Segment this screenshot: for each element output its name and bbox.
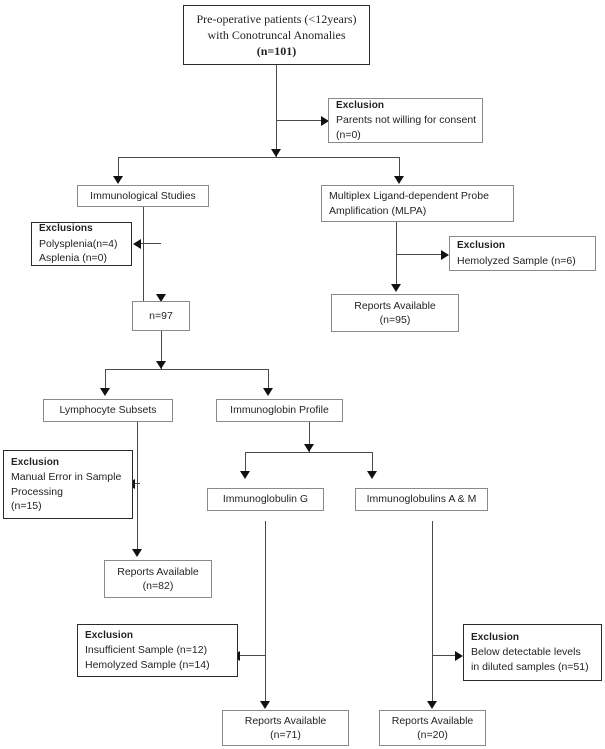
node-exclusion-consent-header: Exclusion bbox=[336, 99, 385, 111]
node-exclusions-splenia-line2: Asplenia (n=0) bbox=[39, 252, 107, 265]
connector-igg-down bbox=[265, 521, 266, 706]
connector-mlpa-to-exclusion bbox=[396, 254, 442, 255]
node-reports-20-count: (n=20) bbox=[417, 729, 448, 741]
node-root-line2: with Conotruncal Anomalies bbox=[207, 28, 346, 42]
arrowhead-reports-82 bbox=[132, 549, 142, 557]
connector-lymphocyte-to-exclusion bbox=[135, 483, 140, 484]
connector-igam-to-exclusion bbox=[432, 655, 456, 656]
connector-mlpa-down bbox=[396, 222, 397, 290]
connector-root-down bbox=[276, 65, 277, 157]
connector-split-bar-level1 bbox=[118, 157, 400, 158]
arrowhead-exclusions-splenia bbox=[133, 239, 141, 249]
node-immunoglobin-profile-label: Immunoglobin Profile bbox=[230, 404, 329, 417]
arrowhead-reports-71 bbox=[260, 701, 270, 709]
node-n97: n=97 bbox=[132, 301, 190, 331]
node-mlpa-line1: Multiplex Ligand-dependent Probe bbox=[329, 190, 489, 202]
connector-split-right-level2 bbox=[268, 369, 269, 393]
connector-immunoglobin-down bbox=[309, 422, 310, 452]
node-exclusion-igam-line1: Below detectable levels bbox=[471, 646, 581, 659]
node-exclusion-igg: Exclusion Insufficient Sample (n=12) Hem… bbox=[77, 624, 238, 677]
connector-immunological-down bbox=[143, 207, 144, 301]
node-exclusion-manual-error-count: (n=15) bbox=[11, 500, 42, 512]
node-exclusion-manual-error-header: Exclusion bbox=[11, 456, 60, 468]
connector-split-left-level1 bbox=[118, 157, 119, 182]
connector-n97-down bbox=[161, 331, 162, 369]
node-immunoglobin-profile: Immunoglobin Profile bbox=[216, 399, 343, 422]
node-reports-71-count: (n=71) bbox=[270, 729, 301, 741]
connector-split-left-level2 bbox=[105, 369, 106, 393]
arrowhead-lymphocyte-subsets bbox=[100, 388, 110, 396]
connector-igam-down bbox=[432, 521, 433, 706]
node-immunoglobulins-am-label: Immunoglobulins A & M bbox=[366, 493, 477, 506]
node-root: Pre-operative patients (<12years) with C… bbox=[183, 5, 370, 65]
node-exclusion-consent: Exclusion Parents not willing for consen… bbox=[328, 98, 483, 143]
node-lymphocyte-subsets-label: Lymphocyte Subsets bbox=[59, 404, 157, 417]
node-exclusion-igam: Exclusion Below detectable levels in dil… bbox=[463, 624, 602, 681]
node-immunoglobulins-am: Immunoglobulins A & M bbox=[355, 488, 488, 511]
node-exclusion-hemolyzed-mlpa-header: Exclusion bbox=[457, 240, 506, 251]
node-exclusion-igam-line2: in diluted samples (n=51) bbox=[471, 660, 589, 673]
node-reports-95-line1: Reports Available bbox=[354, 299, 436, 312]
node-immunoglobulin-g-label: Immunoglobulin G bbox=[222, 493, 309, 506]
connector-split-bar-level3 bbox=[245, 452, 372, 453]
node-exclusions-splenia-header: Exclusions bbox=[39, 223, 93, 235]
arrowhead-mlpa bbox=[394, 176, 404, 184]
node-exclusion-igg-line1: Insufficient Sample (n=12) bbox=[85, 644, 208, 657]
connector-igg-to-exclusion bbox=[240, 655, 266, 656]
connector-root-to-exclusion-consent bbox=[276, 120, 322, 121]
node-exclusion-manual-error-line1: Manual Error in Sample bbox=[11, 471, 122, 483]
arrowhead-split-level1 bbox=[271, 149, 281, 157]
arrowhead-immunological-studies bbox=[113, 176, 123, 184]
node-exclusion-igam-header: Exclusion bbox=[471, 631, 520, 643]
node-reports-71: Reports Available (n=71) bbox=[222, 710, 349, 746]
node-exclusion-consent-line1: Parents not willing for consent bbox=[336, 114, 477, 127]
node-lymphocyte-subsets: Lymphocyte Subsets bbox=[43, 399, 173, 422]
node-reports-20: Reports Available (n=20) bbox=[379, 710, 486, 746]
node-root-count: (n=101) bbox=[256, 44, 297, 58]
connector-split-left-level3 bbox=[245, 452, 246, 477]
arrowhead-exclusion-igam bbox=[455, 651, 463, 661]
arrowhead-n97 bbox=[156, 294, 166, 302]
arrowhead-exclusion-hemolyzed-mlpa bbox=[441, 250, 449, 260]
node-exclusion-hemolyzed-mlpa: Exclusion Hemolyzed Sample (n=6) bbox=[449, 236, 596, 271]
node-reports-71-line1: Reports Available bbox=[244, 714, 327, 727]
arrowhead-immunoglobin-profile bbox=[263, 388, 273, 396]
node-mlpa-line2: Amplification (MLPA) bbox=[329, 204, 427, 217]
node-n97-label: n=97 bbox=[149, 309, 173, 322]
connector-split-right-level3 bbox=[372, 452, 373, 477]
node-exclusion-hemolyzed-mlpa-line1: Hemolyzed Sample (n=6) bbox=[457, 254, 576, 267]
arrowhead-immunoglobulin-g bbox=[240, 471, 250, 479]
node-exclusion-manual-error: Exclusion Manual Error in Sample Process… bbox=[3, 450, 133, 519]
arrowhead-immunoglobulins-am bbox=[367, 471, 377, 479]
node-reports-20-line1: Reports Available bbox=[391, 714, 474, 727]
node-root-line1: Pre-operative patients (<12years) bbox=[196, 12, 357, 26]
arrowhead-exclusion-consent bbox=[321, 116, 329, 126]
connector-split-bar-level2 bbox=[105, 369, 268, 370]
node-immunological-studies: Immunological Studies bbox=[77, 185, 209, 207]
node-immunological-studies-label: Immunological Studies bbox=[90, 189, 196, 202]
node-reports-95: Reports Available (n=95) bbox=[331, 294, 459, 332]
arrowhead-reports-95 bbox=[391, 284, 401, 292]
node-reports-82-count: (n=82) bbox=[142, 580, 174, 592]
node-immunoglobulin-g: Immunoglobulin G bbox=[207, 488, 324, 511]
arrowhead-split-level3 bbox=[304, 444, 314, 452]
node-exclusions-splenia: Exclusions Polysplenia(n=4) Asplenia (n=… bbox=[31, 222, 132, 266]
arrowhead-reports-20 bbox=[427, 701, 437, 709]
node-reports-95-count: (n=95) bbox=[379, 314, 411, 326]
connector-split-right-level1 bbox=[399, 157, 400, 182]
node-exclusion-manual-error-line2: Processing bbox=[11, 485, 63, 498]
connector-immunological-to-exclusions bbox=[141, 243, 161, 244]
node-exclusion-igg-line2: Hemolyzed Sample (n=14) bbox=[85, 658, 210, 671]
connector-lymphocyte-down bbox=[137, 422, 138, 554]
node-exclusion-consent-count: (n=0) bbox=[336, 128, 361, 141]
node-reports-82-line1: Reports Available bbox=[117, 565, 199, 578]
node-exclusion-igg-header: Exclusion bbox=[85, 629, 134, 641]
arrowhead-split-level2 bbox=[156, 361, 166, 369]
node-reports-82: Reports Available (n=82) bbox=[104, 560, 212, 598]
node-exclusions-splenia-line1: Polysplenia(n=4) bbox=[39, 237, 118, 250]
node-mlpa: Multiplex Ligand-dependent Probe Amplifi… bbox=[321, 185, 514, 222]
